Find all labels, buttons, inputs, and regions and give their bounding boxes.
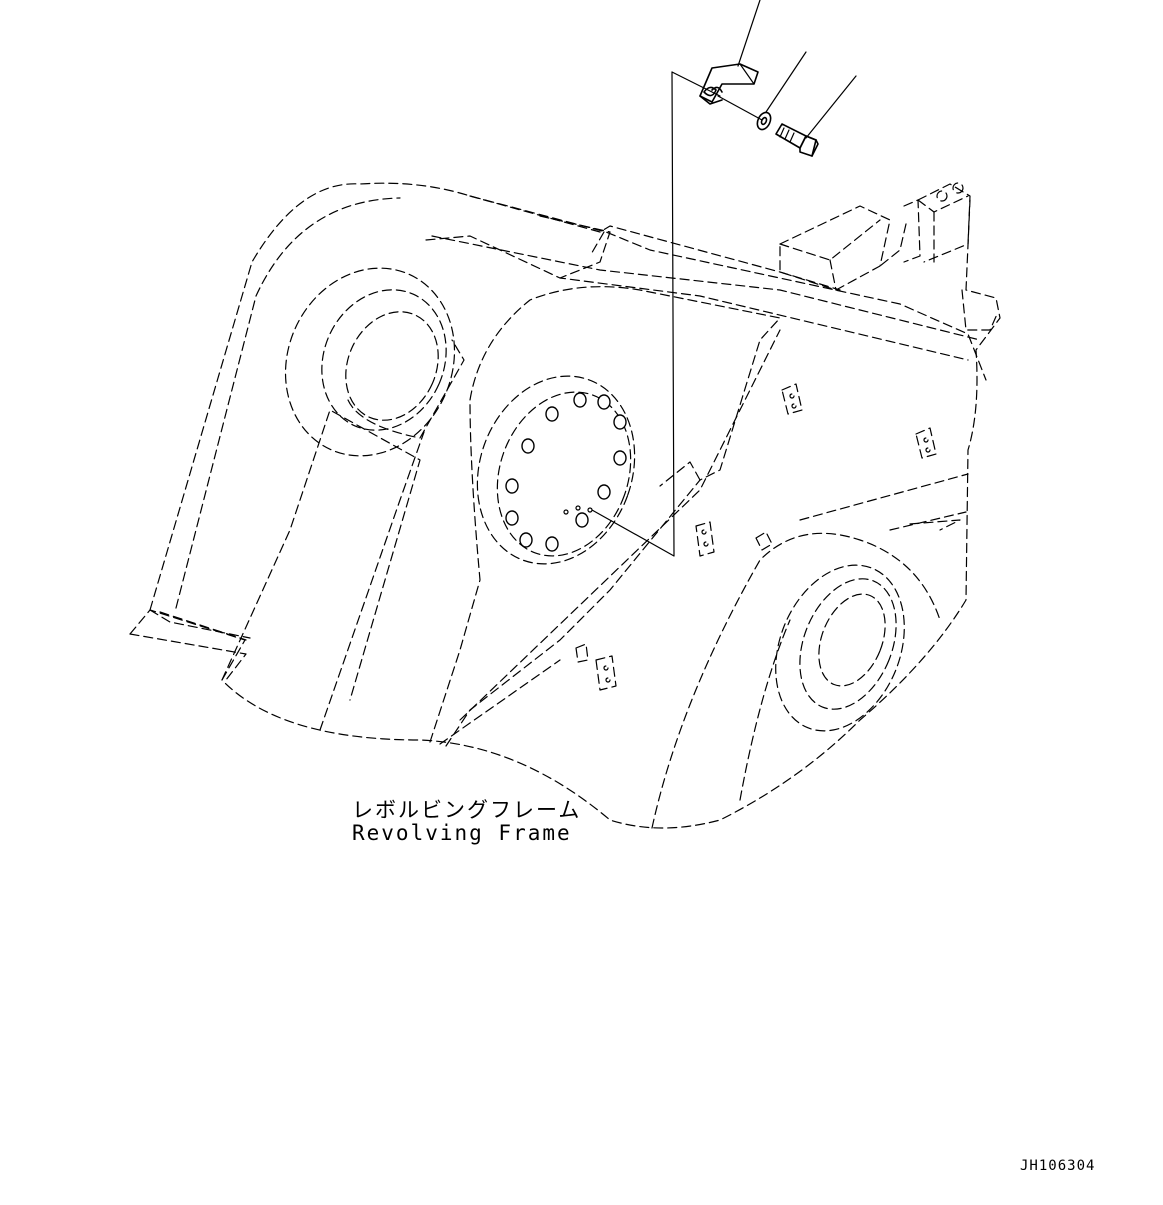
clip-bracket [699, 63, 759, 105]
leader-line-washer [765, 51, 807, 113]
drawing-number: JH106304 [1020, 1158, 1096, 1174]
part-label-japanese: レボルビングフレーム [352, 798, 582, 822]
bracket-c [695, 521, 715, 557]
bracket-a [781, 383, 803, 415]
bracket-b [915, 427, 937, 459]
assembly-axis-line [717, 95, 763, 121]
reference-line [591, 71, 721, 557]
mounting-brackets [575, 383, 937, 691]
part-label-english: Revolving Frame [352, 821, 572, 845]
bracket-d [755, 531, 773, 551]
bolt [775, 123, 819, 157]
frame-outline [129, 182, 1001, 829]
exploded-parts [591, 0, 857, 557]
flange-bolts [505, 392, 627, 552]
leader-line-bracket [737, 0, 761, 67]
swing-flange [476, 375, 636, 565]
bracket-e [575, 643, 617, 691]
leader-line-bolt [805, 75, 857, 139]
washer [756, 111, 772, 131]
